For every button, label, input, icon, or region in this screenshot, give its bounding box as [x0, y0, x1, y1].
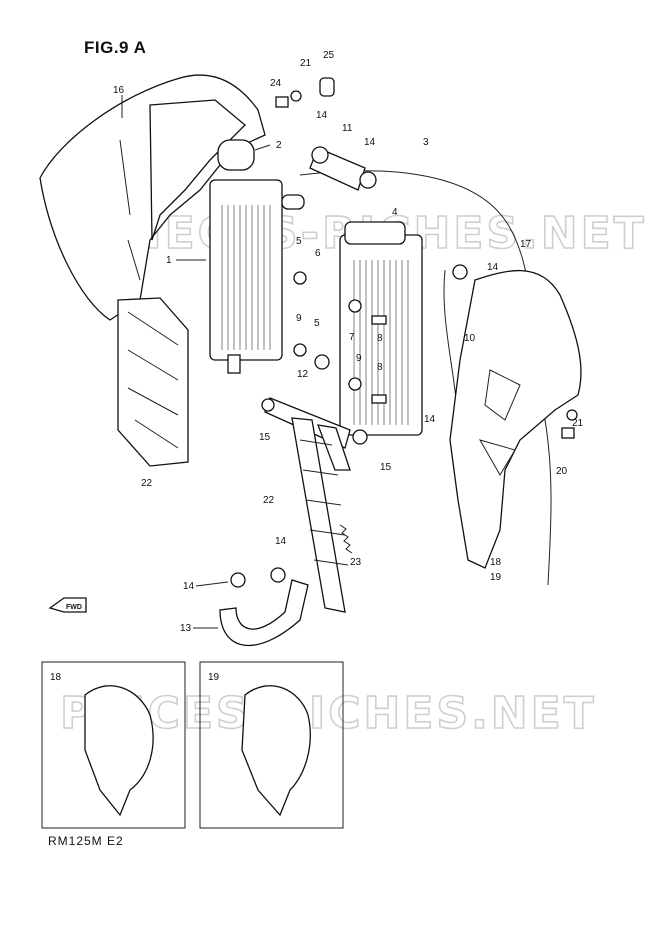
callout-15-a: 15: [259, 432, 271, 443]
callout-12: 11: [342, 123, 353, 134]
callout-14-c: 14: [487, 262, 499, 273]
figure-title: FIG.9 A: [84, 38, 147, 57]
callout-22-center: 22: [263, 495, 275, 506]
callout-5-b: 5: [314, 318, 320, 329]
callout-8-a: 8: [377, 333, 383, 344]
inset-19-label: 19: [208, 672, 220, 683]
callout-10: 10: [464, 333, 476, 344]
callout-14-e: 14: [275, 536, 287, 547]
callout-24: 24: [270, 78, 282, 89]
callout-7: 7: [349, 332, 355, 343]
inset-18-label: 18: [50, 672, 62, 683]
center-louver-part-22: [291, 417, 351, 613]
callout-15-b: 15: [380, 462, 392, 473]
fwd-label: FWD: [66, 604, 82, 611]
inset-19: 19: [199, 661, 344, 829]
callout-14-f: 14: [183, 581, 195, 592]
callout-21-top: 21: [300, 58, 312, 69]
callout-1: 1: [166, 255, 172, 266]
callout-2: 2: [276, 140, 282, 151]
left-shroud-part-16: [39, 74, 266, 321]
callout-3: 3: [423, 137, 429, 148]
callout-9-a: 9: [296, 313, 302, 324]
right-shroud-part-17: [449, 269, 582, 569]
callout-4: 4: [392, 207, 398, 218]
callouts: 16 2 24 21 25 14 11 14 3 4 1 5 6 9 5 7 8…: [113, 50, 584, 634]
left-radiator-part-1: [209, 139, 305, 374]
inset-18: 18: [41, 661, 186, 829]
callout-17: 17: [520, 239, 532, 250]
callout-25: 25: [323, 50, 335, 61]
callout-23: 23: [350, 557, 362, 568]
callout-11: 13: [180, 623, 192, 634]
forward-arrow-icon: FWD: [48, 597, 87, 613]
callout-6: 6: [315, 248, 321, 259]
callout-9-b: 9: [356, 353, 362, 364]
left-louver-part-22: [117, 297, 189, 467]
model-code: RM125M E2: [48, 834, 124, 848]
callout-5-a: 5: [296, 236, 302, 247]
spring-part-23: [339, 524, 353, 554]
callout-14-a: 14: [316, 110, 328, 121]
callout-21-right: 21: [572, 418, 584, 429]
callout-14-b: 14: [364, 137, 376, 148]
callout-19: 19: [490, 572, 502, 583]
callout-14-d: 14: [424, 414, 436, 425]
callout-13: 12: [297, 369, 309, 380]
bottom-hose-part-11: [219, 579, 309, 647]
callout-20: 20: [556, 466, 568, 477]
callout-18: 18: [490, 557, 502, 568]
callout-22-left: 22: [141, 478, 153, 489]
callout-16: 16: [113, 85, 125, 96]
callout-8-b: 8: [377, 362, 383, 373]
hardware: [230, 77, 578, 588]
